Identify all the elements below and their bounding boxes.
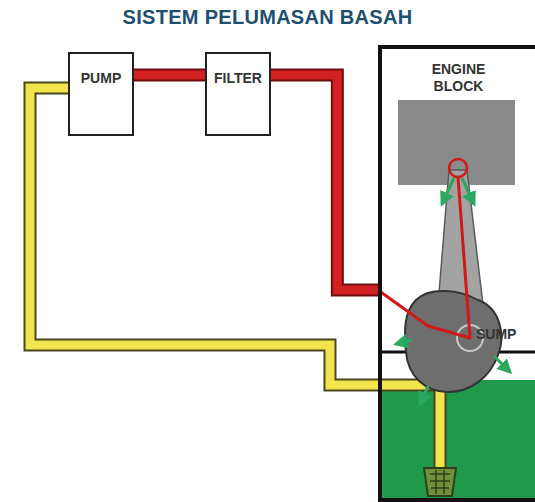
pipe-fill [134,71,205,80]
oil-drip-arrow [396,340,412,344]
pipe-outline [271,75,378,290]
oil-passage [378,177,470,338]
diagram-title: SISTEM PELUMASAN BASAH [0,6,535,29]
pipe-fill [271,75,378,290]
engine-block: ENGINE BLOCK [378,45,535,502]
oil-pipe [134,75,205,76]
oil-strainer [424,468,456,496]
oil-drip-arrow [420,386,428,404]
oil-spray-arrow [442,178,454,204]
node-text: PUMP [81,70,121,86]
pipe-outline [134,69,205,82]
oil-drip-arrow [494,356,510,372]
oil-pipe [271,75,378,290]
node-text: FILTER [214,70,262,86]
filter-box: FILTER [205,52,271,136]
piston-pin [449,159,467,177]
node-text: ENGINE BLOCK [414,61,504,95]
sump-label: SUMP [474,326,518,342]
oil-spray-arrow [462,178,474,204]
pump-box: PUMP [68,52,134,136]
sump-oil [380,380,535,502]
